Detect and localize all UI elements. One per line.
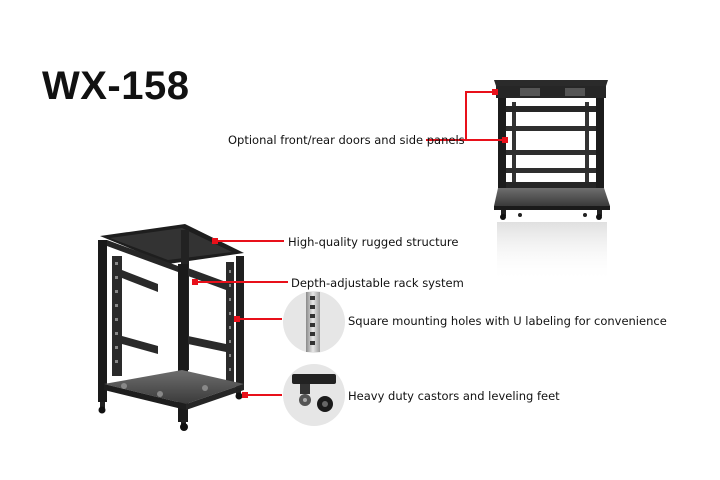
feature-mounting-holes-label: Square mounting holes with U labeling fo… bbox=[348, 314, 667, 328]
rail-closeup-icon bbox=[283, 291, 345, 353]
callout-dots bbox=[192, 89, 508, 398]
model-title: WX-158 bbox=[42, 64, 190, 108]
feature-doors-panels-label: Optional front/rear doors and side panel… bbox=[228, 133, 465, 147]
callout-lines bbox=[196, 91, 506, 396]
castor-closeup-icon bbox=[283, 364, 345, 426]
feature-structure-label: High-quality rugged structure bbox=[288, 235, 459, 249]
feature-castors-label: Heavy duty castors and leveling feet bbox=[348, 389, 560, 403]
enclosed-cabinet-icon bbox=[494, 80, 610, 282]
feature-rack-system-label: Depth-adjustable rack system bbox=[291, 276, 464, 290]
open-rack-icon bbox=[98, 224, 244, 431]
